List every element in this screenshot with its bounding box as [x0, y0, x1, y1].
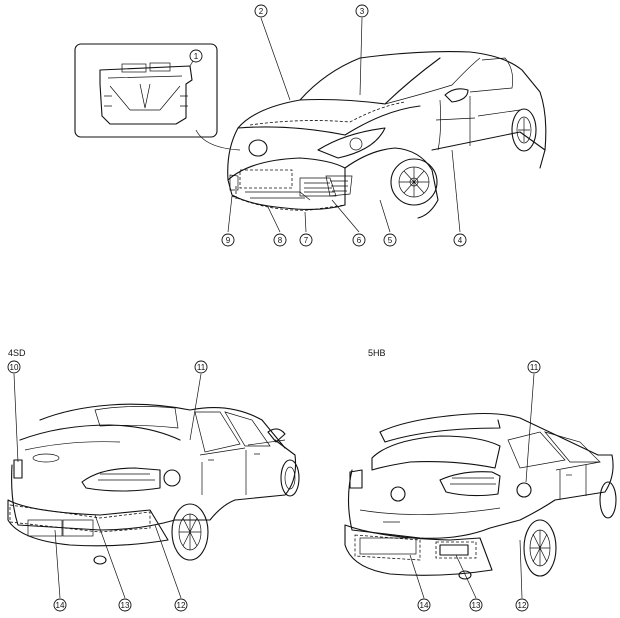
callout-1: 1	[189, 49, 203, 63]
svg-text:9: 9	[226, 236, 231, 245]
callout-14-hatch: 14	[417, 598, 431, 612]
svg-text:13: 13	[472, 601, 481, 610]
variant-label-5hb: 5HB	[368, 348, 386, 358]
radiator-support-detail	[99, 62, 193, 125]
svg-text:1: 1	[194, 52, 199, 61]
callout-12-hatch: 12	[515, 598, 529, 612]
svg-text:10: 10	[10, 363, 19, 372]
callout-10: 10	[7, 360, 21, 374]
callout-7: 7	[299, 233, 313, 247]
front-car-illustration	[74, 17, 547, 233]
svg-text:2: 2	[259, 7, 264, 16]
variant-label-4sd: 4SD	[8, 348, 26, 358]
svg-text:5: 5	[388, 236, 393, 245]
callout-8: 8	[273, 233, 287, 247]
svg-text:12: 12	[518, 601, 527, 610]
svg-text:13: 13	[121, 601, 130, 610]
callout-14-sedan: 14	[53, 598, 67, 612]
callout-6: 6	[352, 233, 366, 247]
svg-text:6: 6	[357, 236, 362, 245]
inset-frame	[74, 43, 218, 138]
callout-2: 2	[254, 4, 268, 18]
svg-text:8: 8	[278, 236, 283, 245]
callout-11-sedan: 11	[194, 360, 208, 374]
svg-text:11: 11	[197, 363, 206, 372]
callout-5: 5	[383, 233, 397, 247]
sedan-car-illustration	[7, 373, 300, 599]
callout-11-hatch: 11	[527, 360, 541, 374]
hatchback-car-illustration	[344, 373, 617, 599]
callout-13-sedan: 13	[118, 598, 132, 612]
callout-9: 9	[221, 233, 235, 247]
svg-text:14: 14	[56, 601, 65, 610]
callout-13-hatch: 13	[469, 598, 483, 612]
svg-text:11: 11	[530, 363, 539, 372]
svg-text:12: 12	[177, 601, 186, 610]
svg-text:7: 7	[304, 236, 309, 245]
svg-text:14: 14	[420, 601, 429, 610]
callout-4: 4	[453, 233, 467, 247]
callout-3: 3	[355, 4, 369, 18]
svg-text:3: 3	[360, 7, 365, 16]
svg-text:4: 4	[458, 236, 463, 245]
callout-12-sedan: 12	[174, 598, 188, 612]
